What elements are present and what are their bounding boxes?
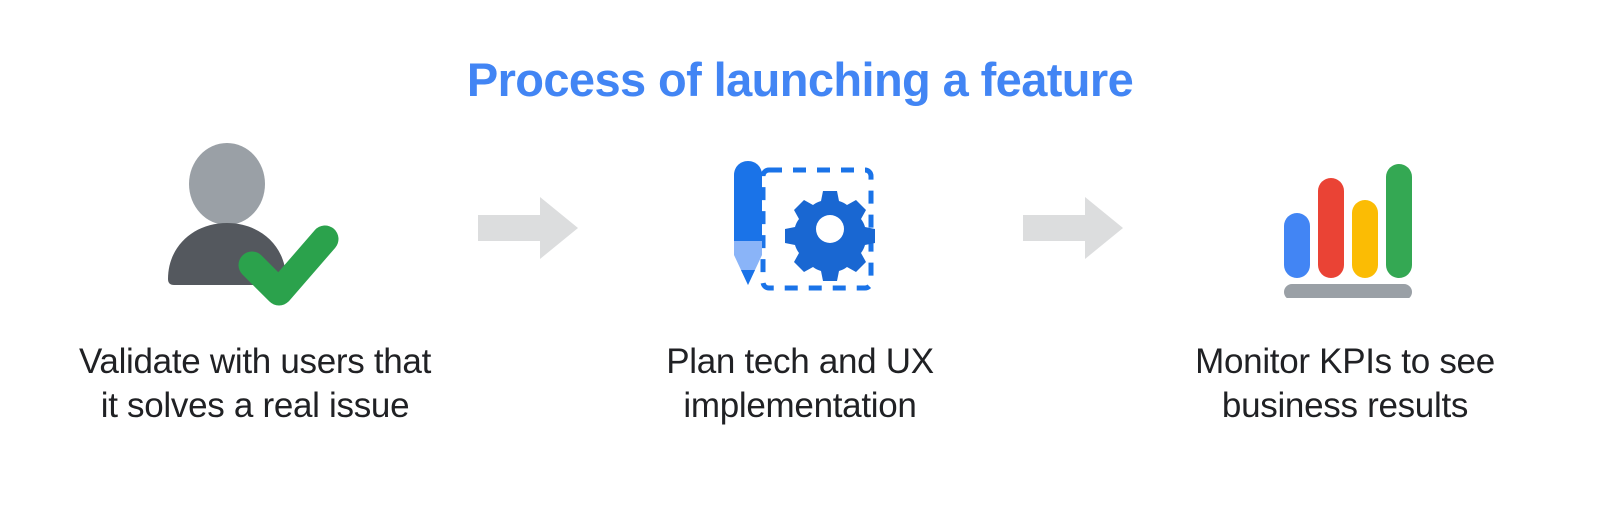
bar-4 <box>1386 163 1412 278</box>
bar-2 <box>1318 177 1344 278</box>
chart-baseline <box>1284 283 1412 300</box>
process-step-monitor: Monitor KPIs to see business results <box>1130 140 1560 428</box>
step-icon-container <box>1130 140 1560 320</box>
process-flow: Validate with users that it solves a rea… <box>0 140 1600 450</box>
step-label-plan: Plan tech and UX implementation <box>666 342 934 425</box>
page-title: Process of launching a feature <box>466 53 1134 106</box>
step-label-validate: Validate with users that it solves a rea… <box>78 342 432 425</box>
bar-1 <box>1284 212 1310 278</box>
connector-arrow-2 <box>1015 140 1130 320</box>
connector-arrow-1 <box>470 140 585 320</box>
bar-3 <box>1352 199 1378 278</box>
step-icon-container <box>585 140 1015 320</box>
process-step-validate: Validate with users that it solves a rea… <box>40 140 470 428</box>
process-step-plan: Plan tech and UX implementation <box>585 140 1015 428</box>
right-arrow-icon <box>477 196 578 264</box>
bar-chart-icon <box>1270 158 1420 303</box>
right-arrow-icon <box>1022 196 1123 264</box>
step-label-monitor: Monitor KPIs to see business results <box>1195 342 1495 425</box>
pencil-and-gear-in-dashed-frame-icon <box>720 153 880 308</box>
person-with-checkmark-icon <box>155 140 355 320</box>
step-icon-container <box>40 140 470 320</box>
